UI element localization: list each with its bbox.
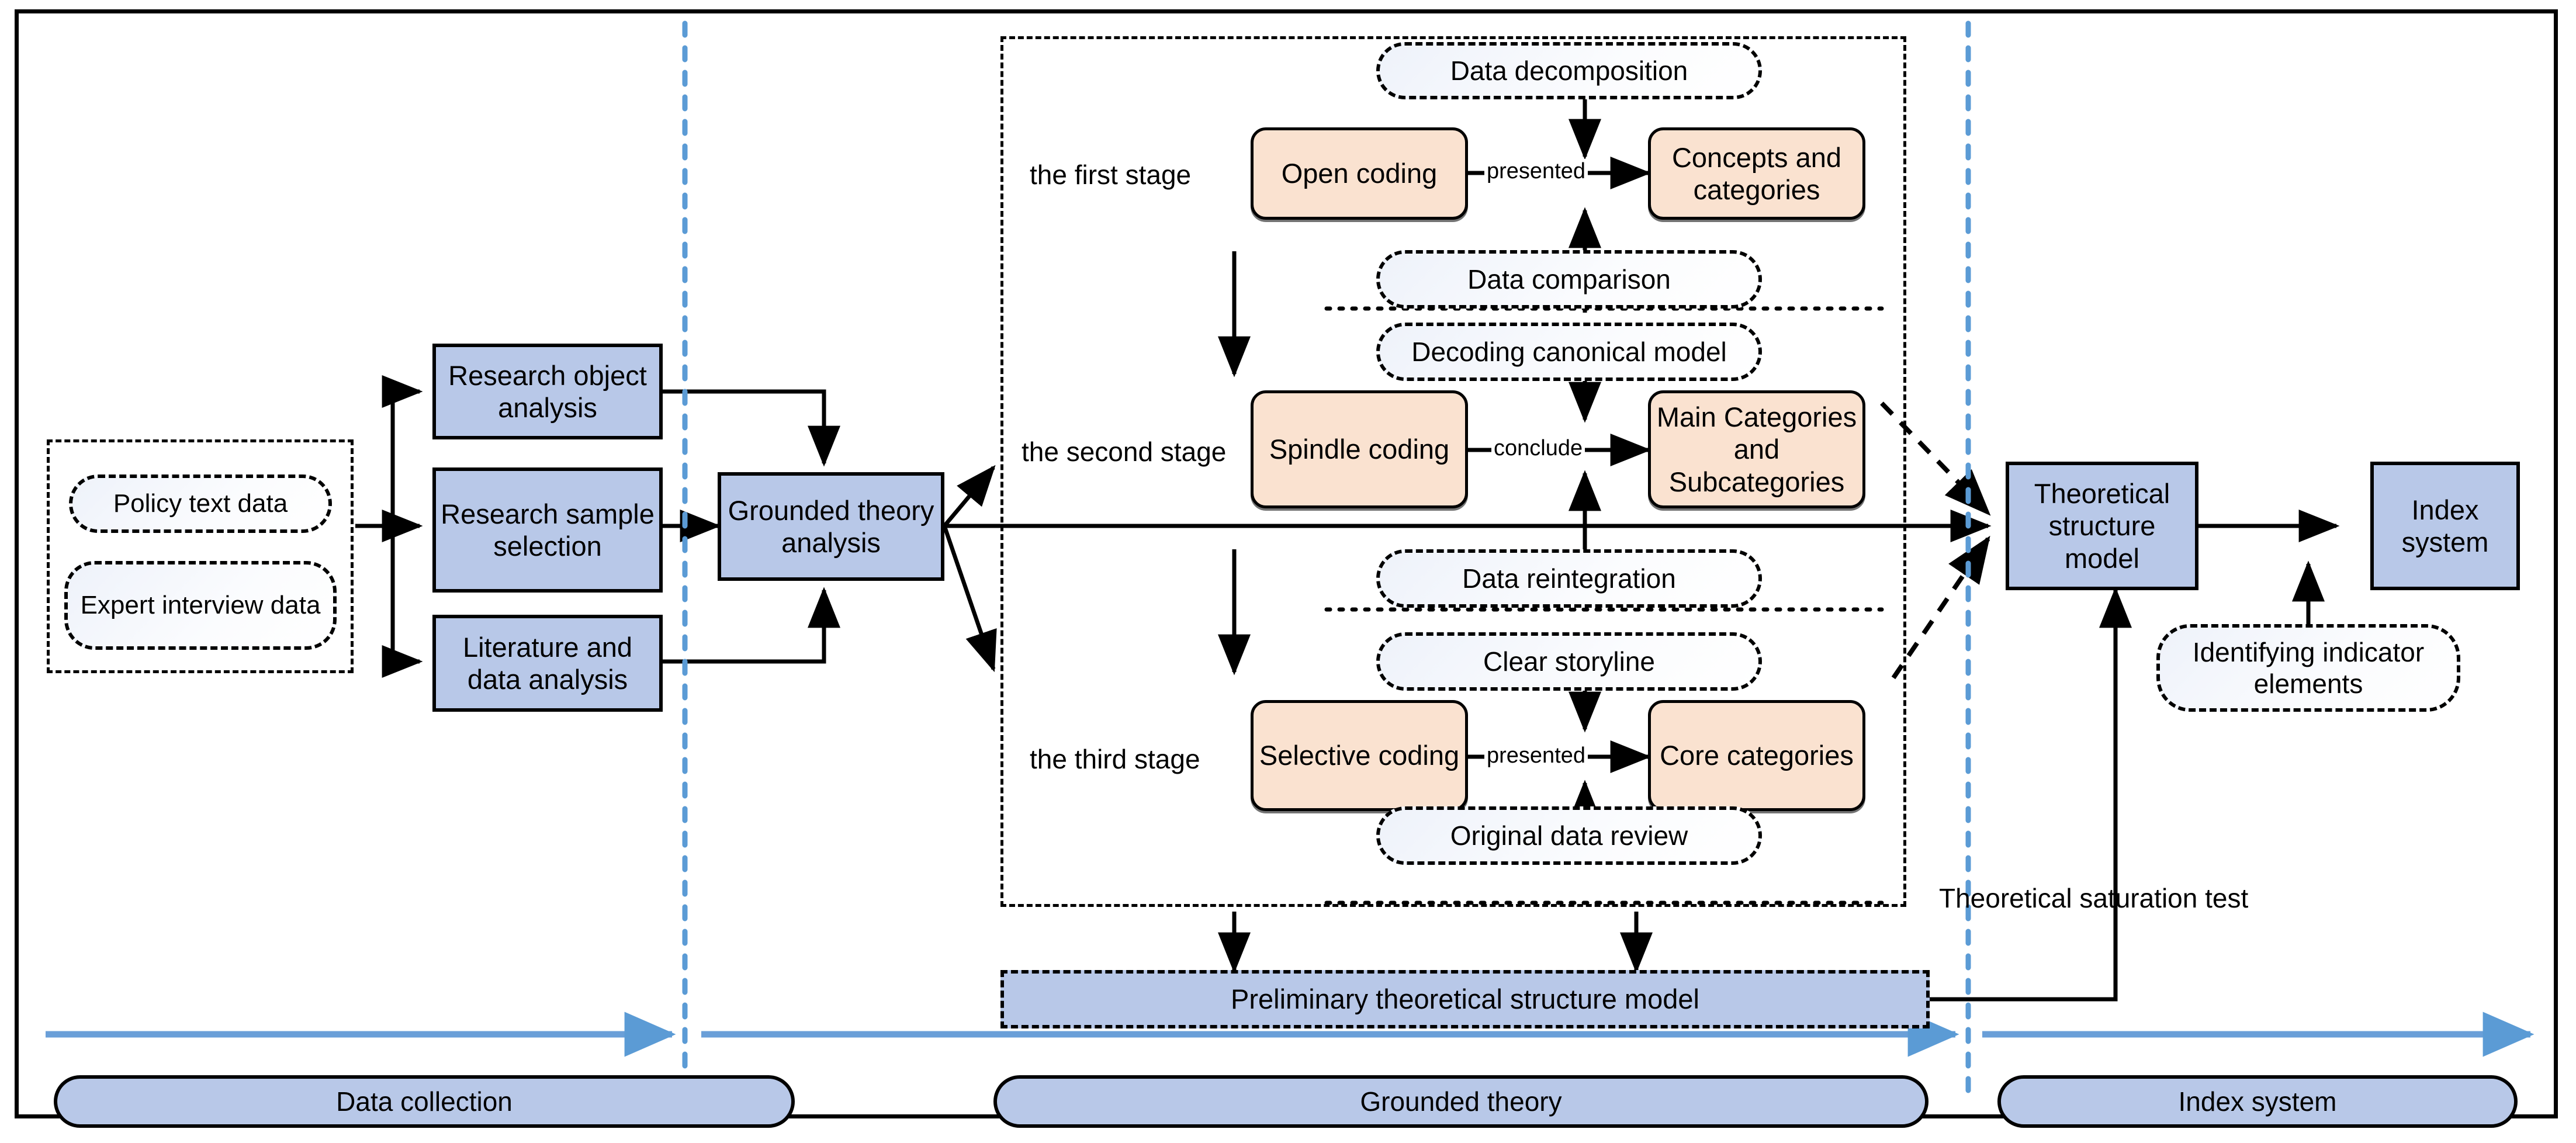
note-decoding-canonical-model-label: Decoding canonical model xyxy=(1411,336,1727,367)
step-research-object-analysis[interactable]: Research object analysis xyxy=(432,344,663,439)
theoretical-structure-model-box[interactable]: Theoretical structure model xyxy=(2006,462,2198,590)
theoretical-saturation-test-label: Theoretical saturation test xyxy=(1939,883,2249,913)
relation-label-2: conclude xyxy=(1491,436,1585,461)
legend-phase-index-system[interactable]: Index system xyxy=(1997,1075,2518,1128)
grounded-theory-container xyxy=(1000,36,1906,907)
theoretical-structure-model-label: Theoretical structure model xyxy=(2034,477,2170,574)
note-identifying-indicator-elements[interactable]: Identifying indicator elements xyxy=(2156,624,2460,712)
note-original-data-review-label: Original data review xyxy=(1450,820,1688,851)
index-system-box[interactable]: Index system xyxy=(2370,462,2520,590)
stage-label-1: the first stage xyxy=(1030,160,1192,190)
step-research-object-analysis-label: Research object analysis xyxy=(448,359,647,423)
output-core-categories-label: Core categories xyxy=(1660,740,1854,771)
note-data-comparison[interactable]: Data comparison xyxy=(1376,250,1762,309)
note-data-decomposition-label: Data decomposition xyxy=(1450,55,1688,86)
note-clear-storyline-label: Clear storyline xyxy=(1483,646,1655,677)
note-data-reintegration-label: Data reintegration xyxy=(1462,563,1676,594)
coding-open-coding-label: Open coding xyxy=(1281,158,1438,189)
source-expert-interview-data[interactable]: Expert interview data xyxy=(64,561,337,650)
note-data-reintegration[interactable]: Data reintegration xyxy=(1376,549,1762,608)
note-decoding-canonical-model[interactable]: Decoding canonical model xyxy=(1376,323,1762,381)
output-concepts-and-categories-label: Concepts and categories xyxy=(1671,141,1842,205)
relation-label-3: presented xyxy=(1484,743,1588,768)
output-main-categories-and-subcategories[interactable]: Main Categories and Subcategories xyxy=(1648,390,1865,508)
output-concepts-and-categories[interactable]: Concepts and categories xyxy=(1648,127,1865,220)
grounded-theory-analysis-box[interactable]: Grounded theory analysis xyxy=(718,472,944,581)
stage-label-3: the third stage xyxy=(1030,744,1200,774)
coding-open-coding[interactable]: Open coding xyxy=(1251,127,1468,220)
note-identifying-indicator-elements-label: Identifying indicator elements xyxy=(2192,636,2425,699)
coding-spindle-coding-label: Spindle coding xyxy=(1269,434,1450,465)
note-data-comparison-label: Data comparison xyxy=(1467,264,1671,295)
relation-label-1: presented xyxy=(1484,159,1588,184)
step-literature-and-data-analysis[interactable]: Literature and data analysis xyxy=(432,615,663,712)
note-original-data-review[interactable]: Original data review xyxy=(1376,806,1762,865)
legend-phase-grounded-theory[interactable]: Grounded theory xyxy=(993,1075,1928,1128)
source-policy-text-data-label: Policy text data xyxy=(113,489,288,518)
source-policy-text-data[interactable]: Policy text data xyxy=(69,474,332,533)
preliminary-theoretical-structure-model[interactable]: Preliminary theoretical structure model xyxy=(1000,970,1930,1028)
legend-phase-data-collection[interactable]: Data collection xyxy=(54,1075,795,1128)
coding-selective-coding[interactable]: Selective coding xyxy=(1251,700,1468,811)
coding-spindle-coding[interactable]: Spindle coding xyxy=(1251,390,1468,508)
output-main-categories-and-subcategories-label: Main Categories and Subcategories xyxy=(1656,401,1857,497)
step-research-sample-selection-label: Research sample selection xyxy=(441,498,655,562)
source-expert-interview-data-label: Expert interview data xyxy=(80,591,321,620)
step-research-sample-selection[interactable]: Research sample selection xyxy=(432,467,663,593)
stage-label-2: the second stage xyxy=(1022,437,1227,467)
step-literature-and-data-analysis-label: Literature and data analysis xyxy=(462,631,633,695)
output-core-categories[interactable]: Core categories xyxy=(1648,700,1865,811)
grounded-theory-analysis-label: Grounded theory analysis xyxy=(728,494,934,558)
legend-phase-data-collection-label: Data collection xyxy=(336,1086,513,1117)
index-system-label: Index system xyxy=(2401,494,2489,557)
note-data-decomposition[interactable]: Data decomposition xyxy=(1376,42,1762,99)
note-clear-storyline[interactable]: Clear storyline xyxy=(1376,632,1762,691)
preliminary-theoretical-structure-model-label: Preliminary theoretical structure model xyxy=(1231,983,1699,1015)
legend-phase-grounded-theory-label: Grounded theory xyxy=(1360,1086,1562,1117)
data-sources-group xyxy=(47,439,354,673)
coding-selective-coding-label: Selective coding xyxy=(1259,740,1460,771)
legend-phase-index-system-label: Index system xyxy=(2178,1086,2337,1117)
